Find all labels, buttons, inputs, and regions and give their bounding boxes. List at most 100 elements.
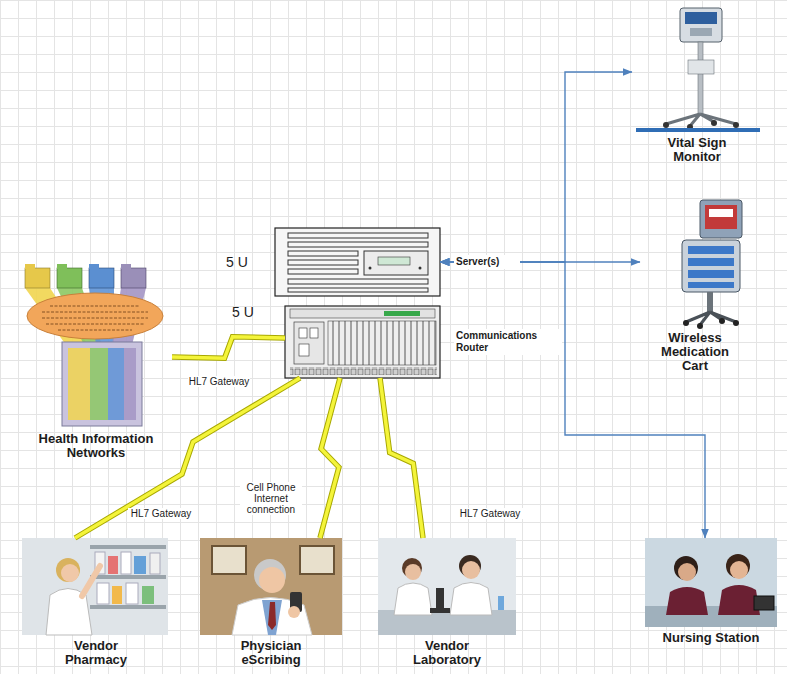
vendor-node: Vendor Pharmacy xyxy=(22,538,170,667)
nursing-station-photo-part xyxy=(645,538,777,627)
vital-sign-monitor-picture-part xyxy=(636,128,760,132)
lightning-bolt xyxy=(380,378,423,538)
physician-photo xyxy=(200,538,342,635)
pharmacy-photo-part xyxy=(97,583,109,604)
server-rack-picture-part xyxy=(288,242,428,247)
vendor-node: Vendor Laboratory xyxy=(378,538,516,667)
pharmacy-photo-part xyxy=(112,586,122,604)
server-node: Server(s) xyxy=(275,228,440,296)
router-rack-picture-part xyxy=(290,367,437,375)
pharmacy-photo-part xyxy=(90,545,166,549)
lightning-link xyxy=(172,337,285,359)
health-network-picture-part xyxy=(62,342,142,426)
pharmacy-photo-part xyxy=(121,552,131,574)
pharmacy-photo-part xyxy=(90,605,166,609)
server-rack-picture-part xyxy=(288,251,358,256)
laboratory-photo-part xyxy=(378,538,516,635)
server-rack-picture-part xyxy=(288,288,428,292)
health-network-picture xyxy=(25,264,163,426)
lightning-outline xyxy=(320,378,340,538)
device-node: Vital Sign Monitor xyxy=(632,4,762,164)
pharmacy-photo-part xyxy=(82,566,100,596)
vital-sign-monitor-picture-part xyxy=(680,8,722,42)
connector-line xyxy=(440,262,705,538)
medication-cart-picture-part xyxy=(733,320,739,326)
nursing-station-photo-part xyxy=(678,563,696,581)
nursing-station-photo xyxy=(645,538,777,627)
server-rack-picture-part xyxy=(288,269,358,274)
device-node: Wireless Medication Cart xyxy=(640,195,750,373)
server-rack-picture-part xyxy=(419,267,422,270)
router-rack-picture-part xyxy=(310,328,318,338)
pharmacy-photo-part xyxy=(134,556,146,574)
node-caption: Vital Sign Monitor xyxy=(647,136,747,164)
health-network-picture-part xyxy=(68,348,90,420)
pharmacy-photo-part xyxy=(90,575,166,579)
vital-sign-monitor-picture-part xyxy=(733,122,739,128)
side-label: Server(s) xyxy=(454,255,520,269)
medication-cart-picture-part xyxy=(719,318,725,324)
router-rack-picture-part xyxy=(384,311,420,316)
health-network-picture-part xyxy=(89,264,99,269)
health-network-picture-part xyxy=(57,268,82,288)
laboratory-photo xyxy=(378,538,516,635)
pharmacy-photo-part xyxy=(150,553,160,574)
server-rack-picture-part xyxy=(369,267,372,270)
vital-sign-monitor-picture xyxy=(636,8,760,132)
health-network-picture-part xyxy=(89,268,114,288)
server-rack-picture-part xyxy=(288,279,428,284)
edge-label: Cell Phone Internet connection xyxy=(240,482,302,515)
router-rack-picture-part xyxy=(299,344,309,356)
server-rack-picture-part xyxy=(378,257,410,265)
laboratory-photo-part xyxy=(436,588,444,610)
medication-cart-picture-part xyxy=(688,270,734,278)
medication-cart-picture-part xyxy=(688,282,734,288)
health-network-picture-part xyxy=(25,268,50,288)
node-caption: Vendor Laboratory xyxy=(392,639,502,667)
edge-label: HL7 Gateway xyxy=(456,508,524,519)
pharmacy-photo xyxy=(22,538,168,635)
health-network-picture-part xyxy=(121,264,131,269)
medication-cart-picture-part xyxy=(688,246,734,254)
lightning-link xyxy=(320,378,340,538)
router-rack-picture-part xyxy=(299,328,307,338)
health-network-picture-part xyxy=(124,348,136,420)
edge-label: HL7 Gateway xyxy=(128,508,194,519)
laboratory-photo-part xyxy=(394,583,432,615)
laboratory-photo-part xyxy=(450,583,492,616)
vital-sign-monitor-picture-part xyxy=(711,120,717,126)
physician-photo-part xyxy=(259,567,285,593)
network-connector xyxy=(440,262,705,538)
pharmacy-photo-part xyxy=(56,558,80,582)
side-label: Communications Router xyxy=(454,329,562,355)
router-rack-picture-part xyxy=(290,309,435,318)
lightning-outline xyxy=(380,378,423,538)
medication-cart-picture-part xyxy=(709,209,733,217)
medication-cart-picture-part xyxy=(688,258,734,266)
physician-node: Physician eScribing xyxy=(200,538,342,667)
station-node: Nursing Station xyxy=(645,538,777,645)
lightning-link xyxy=(380,378,423,538)
health-network-picture-part xyxy=(27,293,163,339)
laboratory-photo-part xyxy=(498,596,504,610)
physician-photo-part xyxy=(212,546,246,574)
vital-sign-monitor-picture-part xyxy=(685,12,717,24)
medication-cart-picture-part xyxy=(682,240,740,292)
node-caption: Physician eScribing xyxy=(216,639,326,667)
medication-cart-picture-part xyxy=(697,323,703,329)
health-network-picture-part xyxy=(57,264,67,269)
router-rack-picture-part xyxy=(285,306,440,378)
health-network-picture-part xyxy=(121,268,146,288)
medication-cart-picture-part xyxy=(707,292,713,312)
node-caption: Health Information Networks xyxy=(21,432,171,460)
health-network-picture-part xyxy=(42,306,148,330)
network-connector xyxy=(440,72,632,262)
nursing-station-photo-part xyxy=(674,556,698,580)
network-node: Health Information Networks xyxy=(20,262,172,460)
server-rack-picture-part xyxy=(275,228,440,296)
server-rack-picture-part xyxy=(364,251,428,275)
health-network-picture-part xyxy=(108,348,124,420)
physician-photo-part xyxy=(200,538,342,635)
medication-cart-picture xyxy=(682,200,742,329)
vital-sign-monitor-picture-part xyxy=(663,122,669,128)
